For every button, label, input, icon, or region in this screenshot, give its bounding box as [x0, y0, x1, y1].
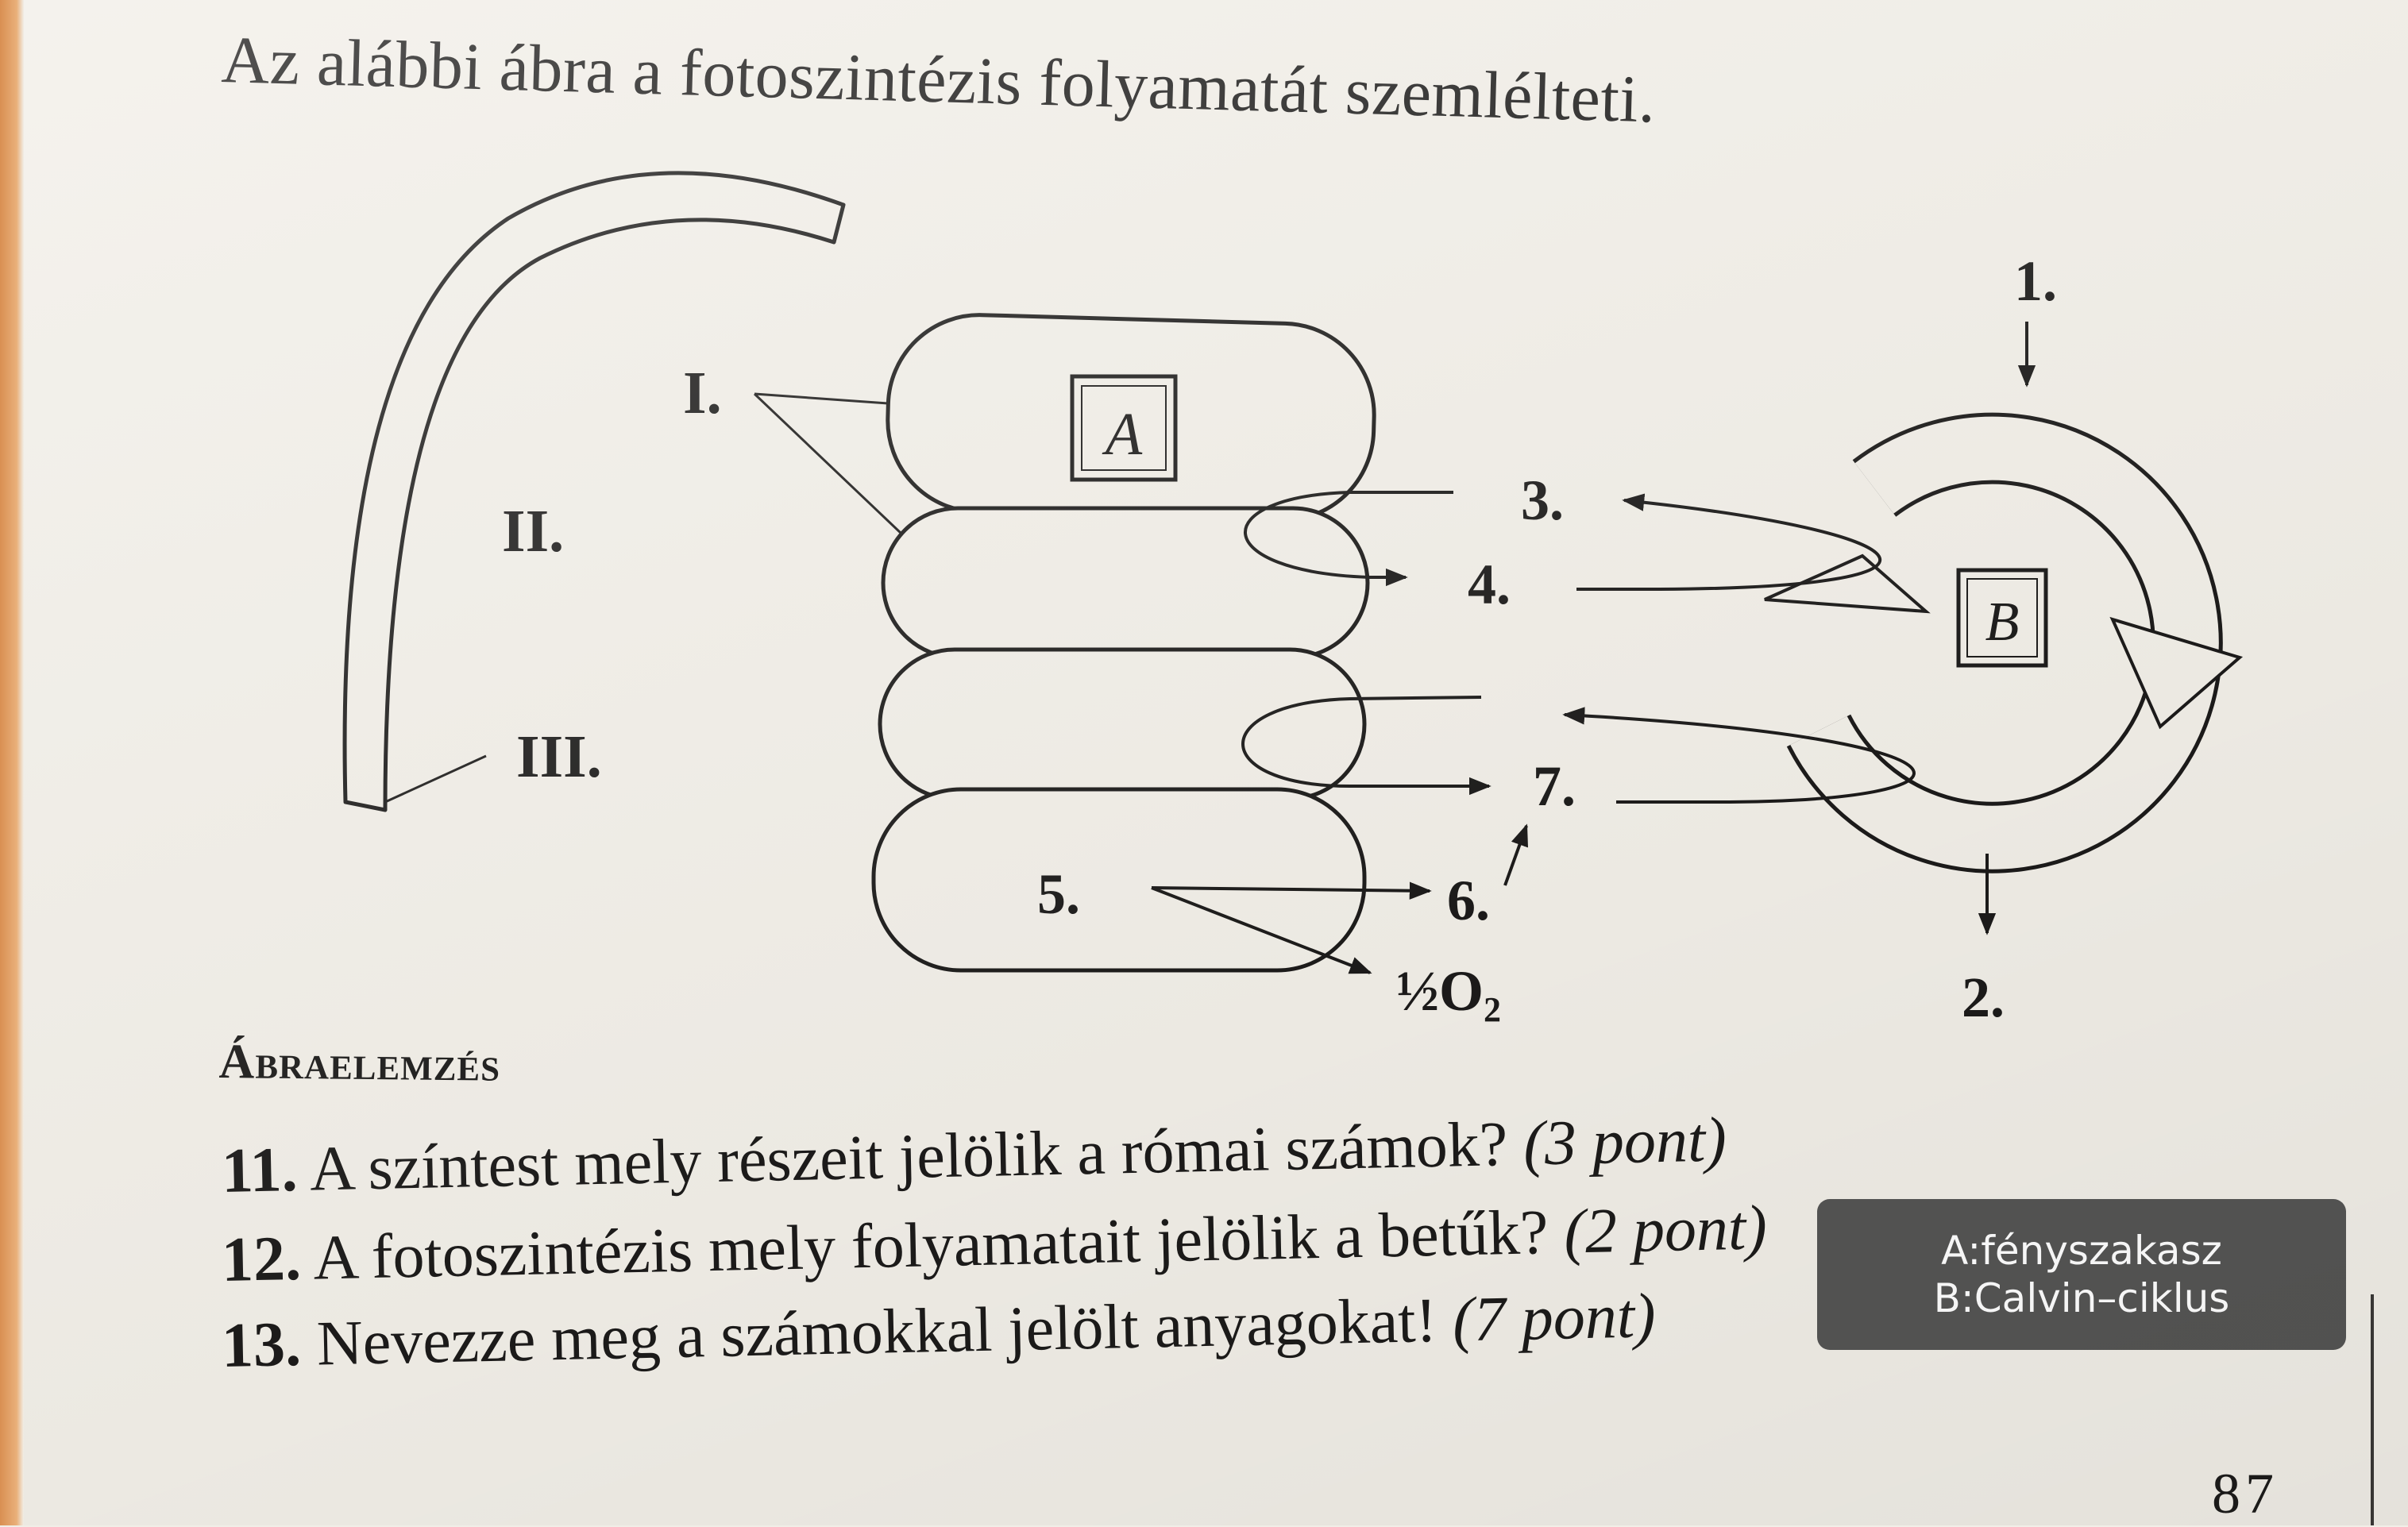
exchange-arrows: [1151, 491, 1916, 974]
box-a: [1070, 374, 1178, 482]
book-spine: [0, 0, 24, 1525]
thylakoid-disc: [878, 647, 1367, 801]
label-5: 5.: [1037, 862, 1080, 926]
label-roman-3: III.: [516, 723, 602, 790]
overlay-line-a: A:fényszakasz: [1941, 1228, 2222, 1274]
label-oxygen: ½O2: [1396, 959, 1501, 1029]
label-roman-1: I.: [683, 360, 722, 426]
thylakoid-stack: [871, 313, 1376, 973]
question-number: 12.: [221, 1223, 302, 1295]
label-2: 2.: [1962, 966, 2005, 1029]
question-number: 11.: [221, 1134, 299, 1206]
label-7: 7.: [1533, 754, 1576, 818]
thylakoid-disc: [871, 787, 1367, 973]
label-roman-2: II.: [502, 498, 564, 565]
answer-overlay-popup[interactable]: A:fényszakasz B:Calvin–ciklus: [1817, 1199, 2346, 1350]
box-b: [1956, 568, 2048, 668]
label-3: 3.: [1521, 469, 1564, 532]
calvin-cycle: B: [1764, 412, 2244, 873]
label-a: A: [1102, 401, 1143, 468]
page-edge: [2371, 1294, 2374, 1525]
label-b: B: [1985, 592, 2020, 653]
question-points: (7 pont): [1452, 1281, 1657, 1355]
chloroplast-envelope: [342, 171, 846, 812]
thylakoid-disc: [881, 506, 1370, 660]
question-points: (2 pont): [1563, 1193, 1768, 1267]
overlay-line-b: B:Calvin–ciklus: [1933, 1275, 2230, 1321]
page-number: 87: [2212, 1462, 2279, 1525]
section-title: Ábraelemzés: [218, 1035, 501, 1092]
question-number: 13.: [221, 1309, 302, 1381]
label-6: 6.: [1447, 869, 1490, 932]
question-points: (3 pont): [1522, 1105, 1727, 1179]
label-4: 4.: [1468, 553, 1511, 616]
label-1: 1.: [2014, 249, 2057, 313]
